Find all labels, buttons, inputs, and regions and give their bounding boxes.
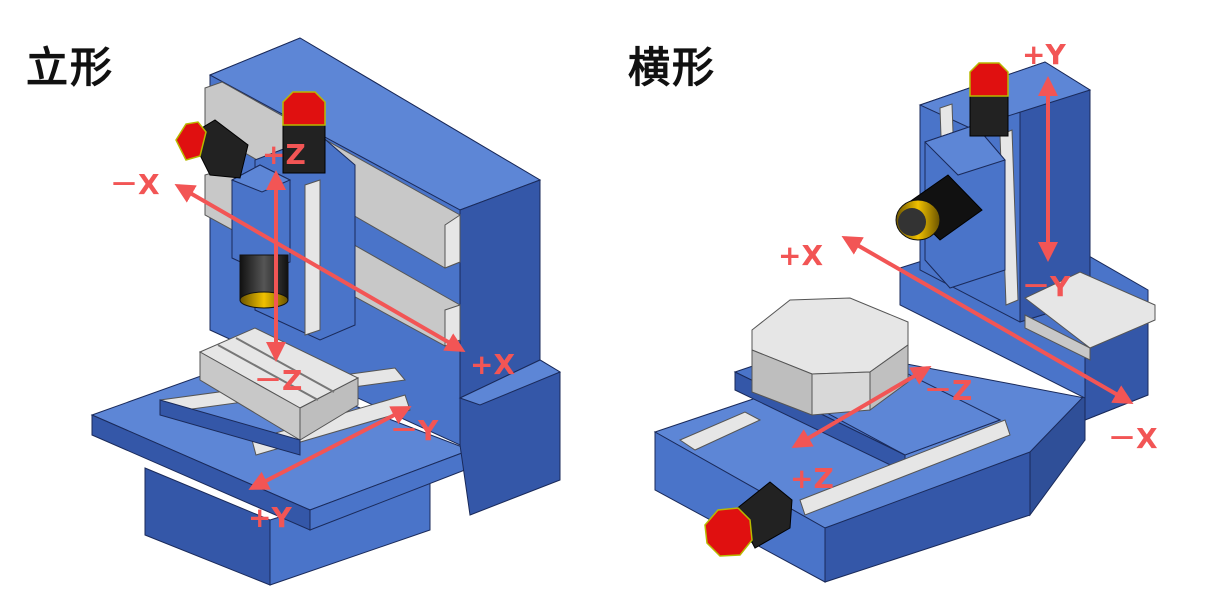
title-vertical: 立形 — [26, 43, 115, 92]
vertical-machine: －X +X +Z －Z －Y +Y — [90, 37, 562, 586]
vertical-spindle — [239, 254, 289, 309]
horizontal-axis-arrows — [791, 76, 1134, 449]
vertical-label-minus-x: －X — [110, 168, 160, 201]
horizontal-label-minus-y: －Y — [1022, 270, 1071, 303]
vertical-z-motor — [282, 91, 326, 174]
horizontal-label-plus-y: +Y — [1022, 38, 1066, 71]
vertical-x-axis-arrow — [174, 183, 466, 353]
horizontal-label-plus-x: +X — [778, 239, 823, 272]
vertical-label-plus-y: +Y — [248, 501, 292, 534]
vertical-axis-arrows — [174, 170, 466, 490]
title-horizontal: 横形 — [628, 43, 717, 92]
horizontal-z-motor — [704, 481, 793, 557]
vertical-x-motor — [175, 119, 249, 179]
vertical-label-minus-y: －Y — [390, 414, 439, 447]
horizontal-machine: +Y －Y +X －X －Z +Z — [653, 38, 1158, 583]
horizontal-label-minus-x: －X — [1108, 422, 1158, 455]
horizontal-label-minus-z: －Z — [924, 374, 972, 407]
vertical-label-minus-z: －Z — [254, 364, 302, 397]
vertical-label-plus-z: +Z — [262, 138, 306, 171]
horizontal-z-axis-arrow — [791, 365, 932, 449]
vertical-y-axis-arrow — [248, 406, 412, 490]
horizontal-label-plus-z: +Z — [790, 462, 834, 495]
horizontal-spindle — [895, 174, 983, 241]
vertical-label-plus-x: +X — [470, 348, 515, 381]
horizontal-x-axis-arrow — [841, 236, 1134, 404]
horizontal-workpiece — [751, 297, 909, 416]
horizontal-y-motor — [969, 62, 1009, 137]
